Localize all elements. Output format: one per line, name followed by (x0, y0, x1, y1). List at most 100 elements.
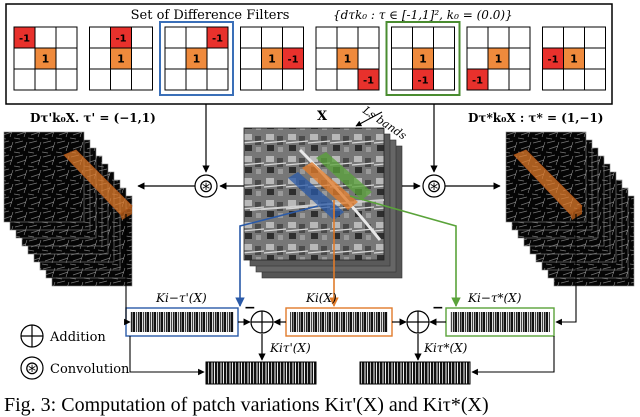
filter-center-value: 1 (344, 53, 352, 66)
filter-cell (584, 47, 606, 70)
filter-cell (34, 68, 57, 91)
filter-cell (89, 47, 111, 70)
p-out-right-strip (359, 361, 471, 385)
center-blue-patch (288, 172, 344, 220)
filter-cell (164, 26, 187, 49)
difference-filter-3: 1-1 (159, 21, 234, 96)
right-stack-label: Dτ*k₀X : τ* = (1,−1) (468, 111, 603, 125)
left-orange-patch-side (120, 206, 132, 220)
filter-cell (13, 47, 36, 70)
filter-cell (433, 68, 455, 91)
filters-formula: {dτk₀ : τ ∈ [-1,1]², k₀ = (0.0)} (333, 8, 513, 22)
filter-cell (336, 26, 359, 49)
right-stack-to-strip (555, 214, 577, 326)
filter-center-value: 1 (117, 53, 125, 66)
filter-neg-value: -1 (115, 34, 126, 45)
filter-neg-value: -1 (19, 34, 30, 45)
center-image-label: X (317, 109, 328, 124)
p-center-label: Ki(X) (305, 291, 337, 305)
filter-cell (164, 47, 187, 70)
difference-filter-8: 1 -1 (542, 26, 606, 91)
p-left-label: Ki−τ'(X) (155, 291, 207, 305)
filter-cell (185, 68, 208, 91)
center-road-2 (249, 199, 385, 211)
filter-neg-cell (357, 68, 380, 91)
filter-cell (433, 47, 455, 70)
svg-text:Convolution: Convolution (50, 362, 130, 377)
filter-neg-value: -1 (417, 76, 428, 87)
left-convolution-operator: ⊛ (194, 174, 218, 198)
filter-cell (282, 26, 304, 49)
blue-patch-arrow (235, 205, 319, 307)
filter-cell (164, 68, 187, 91)
pleft-strip-to-out (129, 336, 205, 376)
difference-filter-1: 1 -1 (13, 26, 78, 91)
filter-cell (282, 68, 304, 91)
filter-cell (391, 47, 413, 70)
filter-neg-cell (206, 26, 229, 49)
center-green-patch (316, 152, 372, 200)
svg-text:Addition: Addition (49, 330, 106, 345)
filter-cell (185, 26, 208, 49)
filter-center-cell (185, 47, 208, 70)
p-left-strip (130, 312, 234, 332)
center-orange-patch (302, 162, 358, 210)
p-right-label: Ki−τ*(X) (467, 291, 522, 305)
filter-cell (466, 47, 489, 70)
filter-cell (508, 26, 531, 49)
filter-center-value: 1 (42, 53, 50, 66)
difference-filter-5: 1-1 (315, 26, 380, 91)
legend-addition: Addition (20, 324, 106, 348)
filter-cell (412, 26, 434, 49)
filter-cell (563, 68, 585, 91)
filter-cell (13, 68, 36, 91)
filter-center-value: 1 (570, 53, 578, 66)
filter-center-cell (336, 47, 359, 70)
filter-neg-cell (466, 68, 489, 91)
svg-text:⊛: ⊛ (198, 176, 213, 197)
svg-text:⊛: ⊛ (24, 358, 39, 379)
right-convolution-operator: ⊛ (422, 174, 446, 198)
filter-neg-cell (282, 47, 304, 70)
filter-neg-value: -1 (212, 34, 223, 45)
difference-filter-7: 1-1 (466, 26, 531, 91)
filter-cell (542, 26, 564, 49)
filter-cell (357, 47, 380, 70)
filter-neg-value: -1 (547, 55, 558, 66)
filter-cell (131, 68, 153, 91)
filter-highlight-right (385, 21, 461, 96)
filter-cell (34, 26, 57, 49)
left-stack-to-strip (124, 214, 131, 326)
difference-filter-6: 1-1 (385, 21, 461, 96)
filter-cell (55, 26, 78, 49)
pright-strip-to-out (471, 336, 555, 376)
filter-highlight-left (159, 21, 234, 96)
filter-cell (240, 47, 262, 70)
filter-cell (89, 26, 111, 49)
filter-cell (55, 47, 78, 70)
filter-cell (584, 26, 606, 49)
bands-arrow (355, 111, 383, 127)
filter-center-cell (487, 47, 510, 70)
filter-cell (466, 26, 489, 49)
filter-cell (584, 68, 606, 91)
right-orange-patch-side (570, 206, 582, 220)
p-out-left-label: Kiτ'(X) (269, 341, 311, 355)
filter-cell (391, 26, 413, 49)
filter-neg-cell (13, 26, 36, 49)
p-center-strip (290, 312, 388, 332)
filter-cell (131, 47, 153, 70)
filter-cell (508, 68, 531, 91)
difference-filter-2: 1 -1 (89, 26, 153, 91)
filter-cell (110, 68, 132, 91)
filter-cell (508, 47, 531, 70)
filter-cell (206, 68, 229, 91)
green-patch-arrow (349, 195, 461, 307)
filter-cell (487, 26, 510, 49)
filter-cell (315, 26, 338, 49)
filter-cell (336, 68, 359, 91)
filter-center-value: 1 (268, 53, 276, 66)
filter-center-value: 1 (495, 53, 503, 66)
